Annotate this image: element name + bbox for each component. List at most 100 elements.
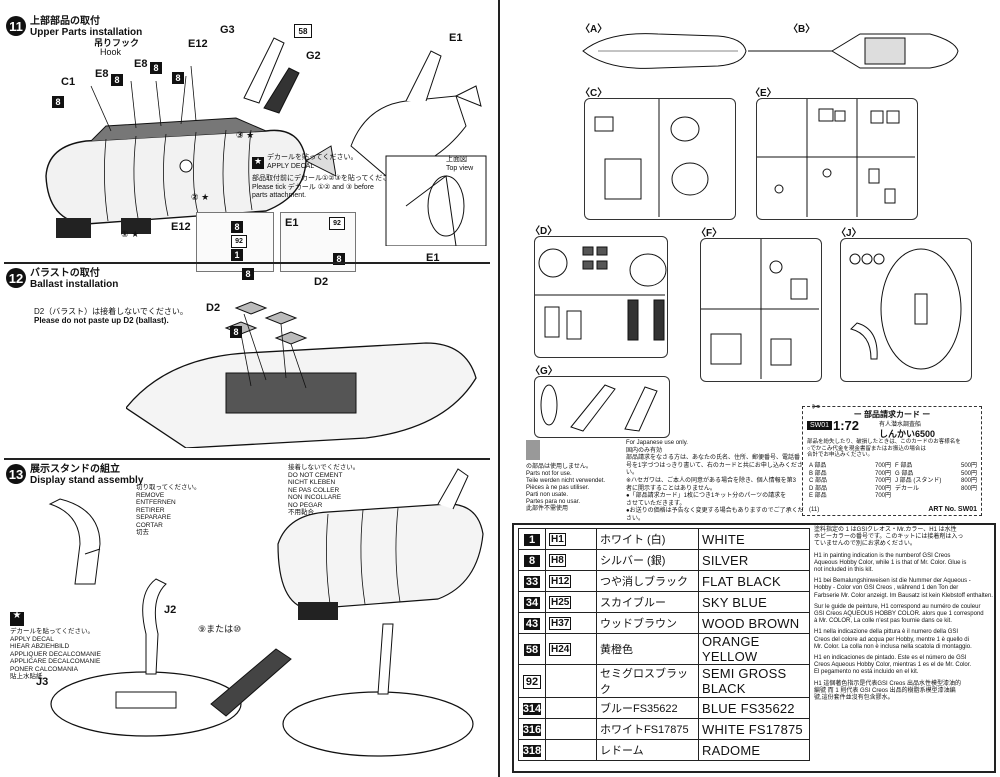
step-12-section: 12 バラストの取付 Ballast installation D2（バラスト）…	[6, 268, 488, 454]
step-title-jp: バラストの取付	[30, 268, 100, 279]
paint-number: 34	[518, 591, 546, 613]
paint-name-jp: レドーム	[596, 739, 699, 761]
part-j3: J3	[36, 676, 49, 688]
paint-8-badge: 8	[150, 62, 162, 74]
submarine-side-drawing	[45, 117, 336, 238]
sprue-label-a: 〈A〉	[580, 24, 608, 35]
paint-number: 43	[518, 612, 546, 634]
part-d2-a: D2	[314, 276, 329, 288]
left-instruction-page: 11 上部部品の取付 Upper Parts installation	[4, 0, 500, 777]
paint-number: 58	[518, 633, 546, 665]
submarine-on-stand-drawing	[277, 468, 484, 757]
step-13-header: 13 展示スタンドの組立 Display stand assembly	[6, 464, 143, 486]
decal-strip-drawing	[210, 648, 292, 717]
paint-code: H8	[545, 549, 597, 571]
part-e1-b: E1	[285, 217, 299, 229]
paint-note-paragraph: H1 這個著色指示是代表GSI Creos 出品水性模型漆油的編號 而 1 則代…	[814, 681, 994, 703]
paint-name-jp: つや消しブラック	[596, 570, 699, 592]
paint-8-badge: 8	[230, 326, 242, 338]
paint-name-en: RADOME	[698, 739, 810, 761]
paint-note-line: H1 bei Bemalungshinweisen ist die Nummer…	[814, 578, 971, 585]
sprue-d-extra-parts	[627, 253, 667, 341]
paint-name-en: SILVER	[698, 549, 810, 571]
paint-note-line: ていませんので別にお求めください。	[814, 541, 916, 548]
ballast-note-jp: D2（バラスト）は接着しないでください。	[34, 307, 188, 316]
sprue-b-hull-half	[831, 33, 959, 69]
paint-note-line: Creos del colore ad acqua per Hobby, men…	[814, 636, 969, 643]
paint-code: H37	[545, 612, 597, 634]
fin-part-drawing	[243, 37, 300, 114]
stern-detail-drawing	[350, 50, 487, 246]
paint-name-jp: スカイブルー	[596, 591, 699, 613]
paint-number: 8	[518, 549, 546, 571]
part-e1-c: E1	[426, 252, 440, 264]
sprue-j-parts	[849, 248, 962, 370]
sprue-label-e: 〈E〉	[750, 88, 777, 99]
paint-name-en: FLAT BLACK	[698, 570, 810, 592]
paint-code	[545, 718, 597, 740]
paint-name-en: ORANGE YELLOW	[698, 633, 810, 665]
or-label: ⑨または⑩	[198, 624, 242, 634]
paint-8-badge: 8	[242, 268, 254, 280]
ballast-drawing	[126, 301, 477, 448]
paint-note-line: Farbserie Mr. Color anzeigt. Im Bausatz …	[814, 592, 993, 599]
paint-note-line: H1 in painting indication is the numbero…	[814, 552, 951, 559]
paint-note-line: Hobby - Color von GSI Creos , während 1 …	[814, 585, 959, 592]
section-divider	[4, 458, 490, 460]
paint-name-en: BLUE FS35622	[698, 697, 810, 719]
paint-note-paragraph: 塗料指定の 1 はGSIクレオス・Mr.カラー、H1 は水性ホビーカラーの番号で…	[814, 527, 994, 549]
paint-note-line: 編號 而 1 則代表 GSI Creos 出品的樹脂系模型漆油編	[814, 687, 956, 694]
paint-number: 33	[518, 570, 546, 592]
paint-code	[545, 697, 597, 719]
sprue-d-frame	[534, 236, 668, 358]
paint-note-paragraph: H1 in painting indication is the numbero…	[814, 553, 994, 575]
stand-base-drawing	[50, 578, 242, 737]
paint-name-jp: ウッドブラウン	[596, 612, 699, 634]
sprue-j-frame	[840, 238, 972, 382]
part-g3: G3	[220, 24, 235, 36]
step-number: 12	[6, 268, 26, 288]
paint-note-line: Sur le guide de peinture, H1 correspond …	[814, 603, 981, 610]
paint-code: H12	[545, 570, 597, 592]
sprue-d-parts	[535, 246, 665, 340]
paint-number: 314	[518, 697, 546, 719]
paint-note-line: à Mr. COLOR, La colle n'est pas fournie …	[814, 618, 952, 625]
sprue-c-frame	[584, 98, 736, 220]
paint-58-badge: 58	[294, 24, 312, 38]
sprue-e-parts	[757, 99, 915, 217]
paint-note-line: Aqueous Hobby Color, while 1 is that of …	[814, 559, 967, 566]
paint-code	[545, 664, 597, 698]
paint-note-line: H1 這個著色指示是代表GSI Creos 出品水性模型漆油的	[814, 680, 962, 687]
paint-name-en: SEMI GROSS BLACK	[698, 664, 810, 698]
paint-8-badge: 8	[231, 221, 243, 233]
paint-note-line: 號,這份套件並沒有包含膠水。	[814, 695, 894, 702]
paint-name-jp: ホワイトFS17875	[596, 718, 699, 740]
paint-notes: 塗料指定の 1 はGSIクレオス・Mr.カラー、H1 は水性ホビーカラーの番号で…	[814, 527, 994, 706]
card-name: しんかい6500	[879, 429, 936, 439]
step-number: 11	[6, 16, 26, 36]
step-title-en: Upper Parts installation	[30, 27, 143, 38]
stand-cut-drawing	[48, 498, 101, 585]
part-e12-a: E12	[188, 38, 208, 50]
sprue-label-f: 〈F〉	[696, 228, 723, 239]
sprue-c-parts	[594, 99, 709, 217]
paint-note-line: Mr. Color. La colla non è inclusa nella …	[814, 643, 972, 650]
card-intro: 部品を紛失したり、破損したときは、このカードのお客様名を○でかこみ代金を現金書留…	[807, 439, 961, 458]
paint-name-jp: ホワイト (白)	[596, 528, 699, 550]
step-title-jp: 展示スタンドの組立	[30, 464, 120, 475]
paint-code: H1	[545, 528, 597, 550]
parts-order-card[interactable]: ー 部品請求カード ー SW01 1:72 有人潜水調査船 しんかい6500 部…	[802, 406, 982, 516]
sprue-d-extra	[620, 240, 690, 356]
decal-note: ★ デカールを貼ってください。APPLY DECAL 部品取付前にデカール①②③…	[252, 154, 404, 199]
paint-name-jp: シルバー (銀)	[596, 549, 699, 571]
